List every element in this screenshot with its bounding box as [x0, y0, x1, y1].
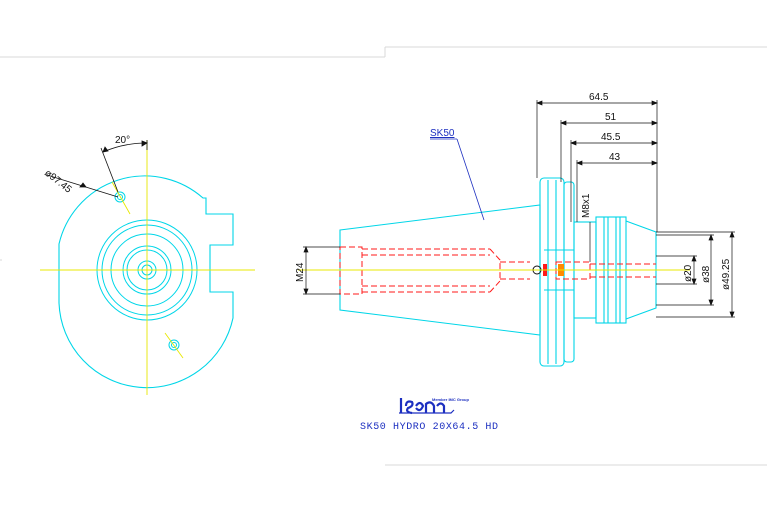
screw-label: M8x1: [581, 193, 592, 218]
bore-label-49-25: ø49.25: [721, 258, 732, 290]
bore-label-20: ø20: [683, 264, 694, 282]
sheet-borders: [0, 46, 767, 466]
front-view: 20° ø97.45: [40, 135, 255, 395]
side-view: SK50 64.5 51 45.5 43 M8x1 M24: [295, 92, 735, 367]
bore-dimensions: [656, 231, 735, 318]
front-angle-label: 20°: [115, 135, 130, 146]
length-dimensions: [536, 100, 658, 232]
dim-length-64-5: 64.5: [589, 92, 609, 103]
side-hidden-lines: [339, 246, 656, 295]
dim-length-43: 43: [609, 152, 621, 163]
logo-group-text: Member IMC Group: [432, 397, 469, 402]
bore-label-38: ø38: [701, 265, 712, 283]
front-flange-outline: [58, 175, 234, 389]
dim-length-51: 51: [605, 112, 617, 123]
thread-label: M24: [295, 262, 306, 282]
front-diameter-dimension: [46, 174, 119, 198]
thread-dimension: [303, 246, 340, 295]
dim-length-45-5: 45.5: [601, 132, 621, 143]
callout-label: SK50: [430, 128, 455, 139]
callout-leader: [430, 138, 485, 221]
iscar-logo: Member IMC Group: [399, 397, 469, 415]
drawing-title: SK50 HYDRO 20X64.5 HD: [360, 422, 499, 433]
front-angle-dimension: [100, 140, 148, 193]
front-center-lines: [40, 140, 255, 395]
front-small-holes: [114, 191, 180, 351]
